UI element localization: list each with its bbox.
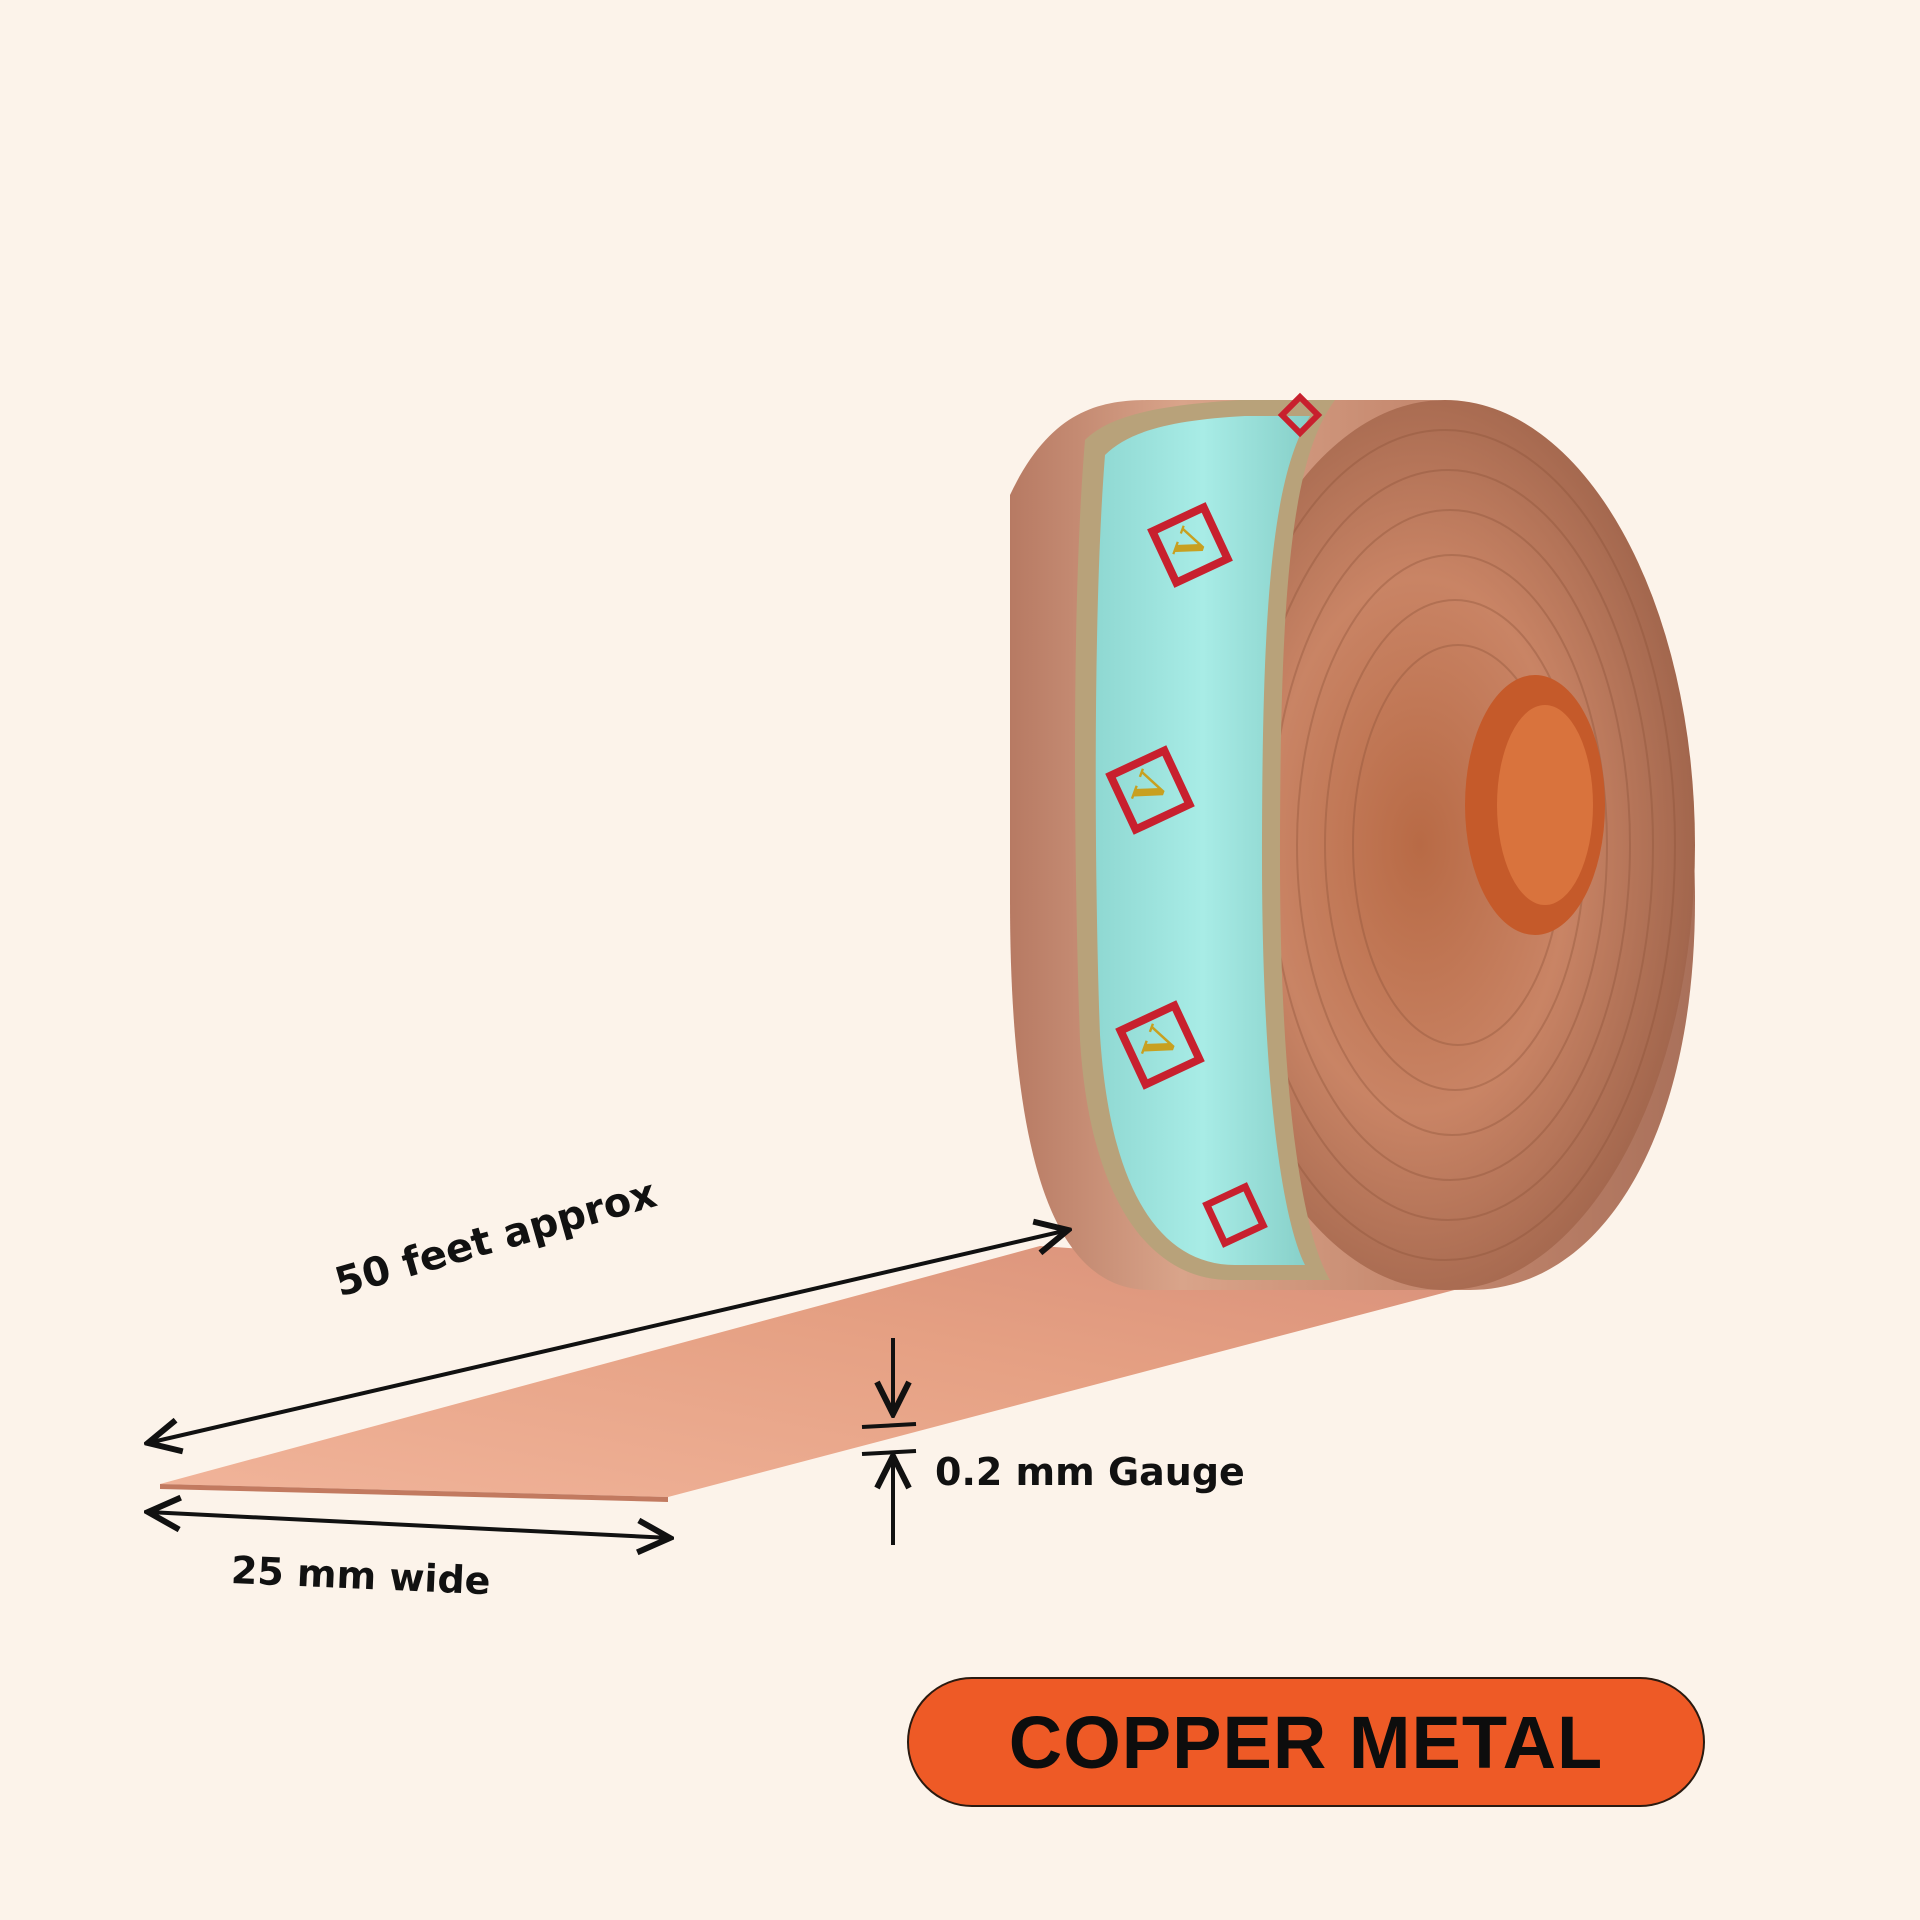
length-arrow [148, 1230, 1068, 1443]
copper-roll: V V V [1010, 392, 1695, 1290]
double-arrow-icon [148, 1230, 1068, 1545]
gauge-label: 0.2 mm Gauge [935, 1450, 1245, 1494]
material-badge: COPPER METAL [907, 1677, 1705, 1807]
material-badge-text: COPPER METAL [1008, 1700, 1604, 1784]
width-arrow [148, 1512, 670, 1538]
coil-face [1195, 400, 1695, 1290]
